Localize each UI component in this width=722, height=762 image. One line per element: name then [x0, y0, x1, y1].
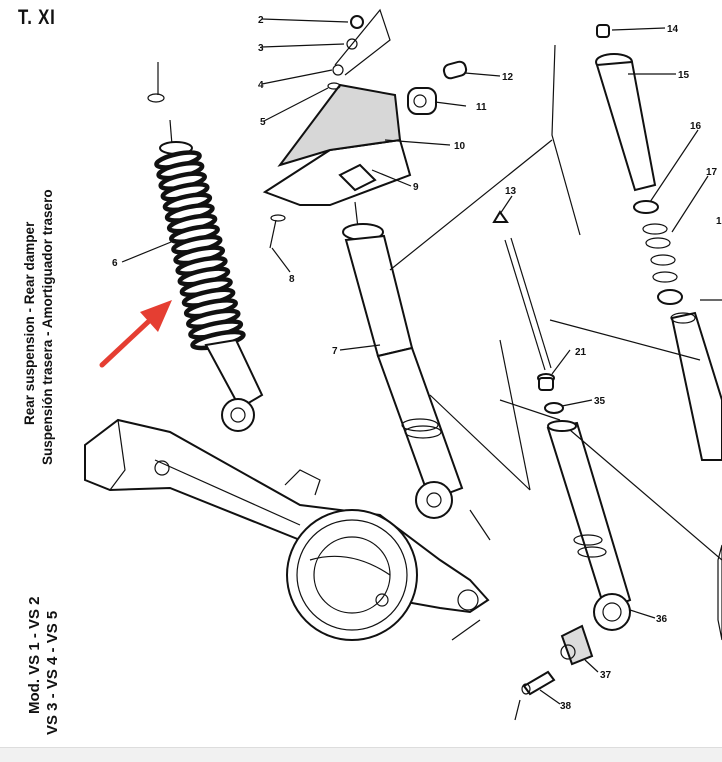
swing-arm-drawing: [84, 418, 490, 641]
callout-4: 4: [258, 80, 264, 91]
callout-14: 14: [667, 24, 679, 35]
callout-6: 6: [112, 258, 118, 269]
callout-17: 17: [706, 167, 718, 178]
callout-37: 37: [600, 670, 612, 681]
bracket-drawing: [262, 8, 468, 249]
damper-7-drawing: [342, 201, 464, 519]
callout-8: 8: [289, 274, 295, 285]
callout-9: 9: [413, 182, 419, 193]
callout-11: 11: [476, 102, 487, 113]
leader-lines: [121, 18, 722, 721]
callout-38: 38: [560, 701, 572, 712]
callout-15: 15: [678, 70, 690, 81]
highlight-arrow-icon: [99, 300, 172, 368]
callout-12: 12: [502, 72, 514, 83]
damper-36-drawing: [492, 210, 632, 696]
callout-labels: 2 3 4 5 6 7 8 9 10 11 12 13 14 15 16 17 …: [112, 15, 722, 712]
callout-2: 2: [258, 15, 264, 26]
spring-damper-drawing: [147, 62, 264, 432]
callout-16: 16: [690, 121, 702, 132]
callout-3: 3: [258, 43, 264, 54]
callout-1: 1: [716, 216, 722, 227]
callout-21: 21: [575, 347, 587, 358]
callout-10: 10: [454, 141, 466, 152]
callout-36: 36: [656, 614, 668, 625]
plate-number: T. XI: [18, 6, 56, 29]
callout-5: 5: [260, 117, 266, 128]
callout-13: 13: [505, 186, 517, 197]
callout-7: 7: [332, 346, 338, 357]
callout-35: 35: [594, 396, 606, 407]
damper-15-drawing: [595, 24, 722, 641]
viewer-bottom-bar: [0, 747, 722, 762]
